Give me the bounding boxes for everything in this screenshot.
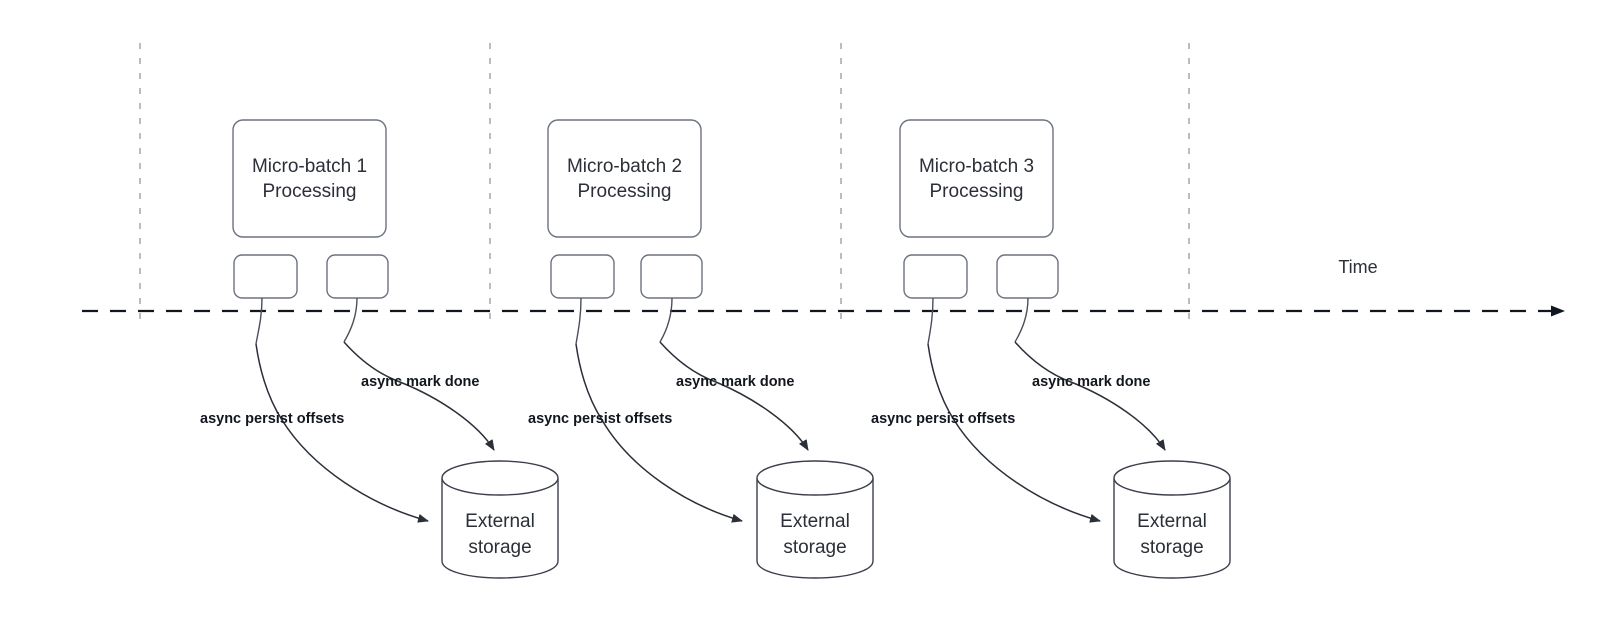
microbatch-box-2-line2: Processing	[578, 181, 672, 202]
external-storage-3-line2: storage	[1140, 537, 1203, 558]
stem-3b	[1014, 297, 1029, 343]
external-storage-1-line2: storage	[468, 537, 531, 558]
flow-mark-done-2	[659, 341, 809, 451]
task-box-1b[interactable]	[326, 254, 389, 299]
microbatch-box-1-line2: Processing	[263, 181, 357, 202]
external-storage-1-line1: External	[465, 511, 535, 532]
external-storage-2[interactable]	[756, 460, 874, 579]
flow-mark-done-3	[1014, 341, 1166, 451]
external-storage-3-line1: External	[1137, 511, 1207, 532]
task-box-3a[interactable]	[903, 254, 968, 299]
task-box-2a[interactable]	[550, 254, 615, 299]
task-box-3b[interactable]	[996, 254, 1059, 299]
task-box-1a[interactable]	[233, 254, 298, 299]
flow-persist-offsets-3	[927, 343, 1101, 523]
flow-persist-offsets-2	[575, 343, 743, 523]
external-storage-2-line2: storage	[783, 537, 846, 558]
stem-1b	[343, 297, 358, 343]
group-3: Micro-batch 3 Processing async persist o…	[871, 119, 1231, 579]
task-box-2b[interactable]	[640, 254, 703, 299]
stem-2b	[659, 297, 673, 343]
microbatch-box-2-line1: Micro-batch 2	[567, 156, 682, 177]
external-storage-3[interactable]	[1113, 460, 1231, 579]
microbatch-box-1[interactable]	[232, 119, 387, 238]
stem-2a	[575, 297, 582, 345]
microbatch-box-2[interactable]	[547, 119, 702, 238]
stem-1a	[255, 297, 263, 345]
microbatch-box-3[interactable]	[899, 119, 1054, 238]
external-storage-2-line1: External	[780, 511, 850, 532]
group-2: Micro-batch 2 Processing async persist o…	[528, 119, 874, 579]
label-mark-done-3: async mark done	[1032, 374, 1150, 390]
label-mark-done-1: async mark done	[361, 374, 479, 390]
label-mark-done-2: async mark done	[676, 374, 794, 390]
label-persist-offsets-3: async persist offsets	[871, 411, 1015, 427]
flow-mark-done-1	[343, 341, 495, 451]
external-storage-1[interactable]	[441, 460, 559, 579]
microbatch-box-3-line2: Processing	[930, 181, 1024, 202]
flow-persist-offsets-1	[255, 343, 429, 523]
stem-3a	[927, 297, 934, 345]
microbatch-box-1-line1: Micro-batch 1	[252, 156, 367, 177]
group-1: Micro-batch 1 Processing async persist o…	[200, 119, 559, 579]
microbatch-box-3-line1: Micro-batch 3	[919, 156, 1034, 177]
label-persist-offsets-2: async persist offsets	[528, 411, 672, 427]
label-persist-offsets-1: async persist offsets	[200, 411, 344, 427]
timeline-axis-label: Time	[1338, 257, 1377, 277]
